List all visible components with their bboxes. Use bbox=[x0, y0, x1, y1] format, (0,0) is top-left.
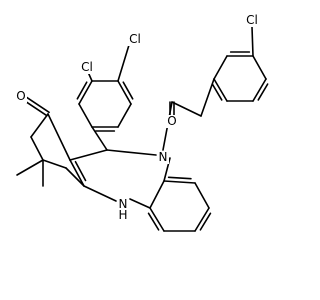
bond bbox=[30, 136, 44, 161]
bond bbox=[213, 78, 228, 102]
atom-label-bg bbox=[117, 199, 129, 210]
atom-label-cl-a: Cl bbox=[81, 60, 93, 74]
bond bbox=[69, 149, 108, 161]
bond bbox=[252, 78, 267, 102]
atom-label-h-amine: H bbox=[118, 208, 127, 222]
atom-label-bg bbox=[127, 33, 143, 46]
bond bbox=[117, 44, 130, 82]
bond bbox=[257, 83, 269, 101]
bond bbox=[252, 55, 267, 80]
atom-label-bg bbox=[166, 115, 178, 128]
bond bbox=[30, 113, 49, 138]
atom-label-cl-c: Cl bbox=[246, 13, 258, 27]
bond bbox=[147, 212, 160, 231]
molecule-structure-diagram: Cl Cl Cl O O N N H bbox=[15, 13, 269, 232]
bond bbox=[47, 113, 71, 161]
bond bbox=[91, 126, 108, 151]
bond bbox=[149, 207, 165, 232]
bond bbox=[74, 160, 87, 182]
atom-label-bg bbox=[157, 151, 169, 164]
bond bbox=[129, 198, 151, 209]
bond bbox=[106, 149, 157, 156]
bond bbox=[65, 167, 85, 187]
atom-label-group: Cl Cl Cl O O N N H bbox=[15, 13, 260, 222]
bond bbox=[171, 101, 202, 117]
atom-label-bg bbox=[15, 90, 27, 103]
bond bbox=[251, 26, 254, 57]
bond bbox=[149, 180, 165, 209]
atom-label-n-amine: N bbox=[119, 197, 128, 211]
atom-label-bg bbox=[244, 14, 260, 27]
bond bbox=[194, 207, 210, 232]
bond-group bbox=[16, 26, 269, 232]
bond bbox=[117, 103, 132, 128]
bond bbox=[83, 185, 117, 202]
bond bbox=[200, 78, 215, 117]
atom-label-o-amide: O bbox=[167, 114, 176, 128]
bond bbox=[167, 176, 192, 180]
bond bbox=[211, 83, 223, 101]
bond bbox=[122, 81, 134, 100]
atom-label-o-ketone: O bbox=[16, 89, 25, 103]
atom-label-cl-b: Cl bbox=[129, 32, 141, 46]
atom-label-bg bbox=[79, 61, 95, 74]
atom-label-bg bbox=[117, 209, 129, 220]
bond bbox=[163, 180, 196, 184]
bond bbox=[78, 80, 93, 105]
atom-label-n-amide: N bbox=[159, 150, 168, 164]
bond bbox=[199, 212, 212, 231]
bond bbox=[117, 80, 132, 105]
bond bbox=[213, 55, 228, 80]
bond bbox=[76, 81, 88, 100]
bond bbox=[78, 103, 93, 128]
bond bbox=[16, 159, 44, 176]
bond bbox=[194, 182, 210, 209]
bond bbox=[42, 159, 67, 169]
bond bbox=[69, 159, 85, 187]
